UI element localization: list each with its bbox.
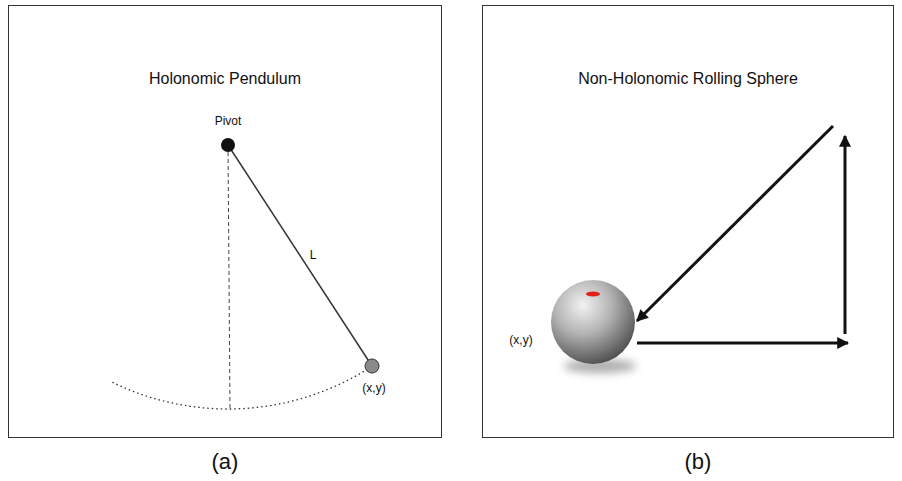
length-label: L: [310, 248, 317, 262]
panel-caption: (b): [685, 449, 712, 475]
panel-title: Holonomic Pendulum: [149, 70, 301, 88]
panel-title: Non-Holonomic Rolling Sphere: [578, 70, 798, 88]
path-arrow: [637, 126, 833, 321]
path-arrow: [637, 342, 848, 345]
pivot-point: [221, 138, 235, 152]
vertical-reference: [228, 145, 230, 409]
sphere-marker: [586, 291, 600, 296]
point-label: Pivot: [215, 114, 242, 128]
pendulum-rod: [228, 145, 372, 366]
pendulum-bob: [365, 359, 379, 373]
path-arrow: [844, 136, 847, 334]
rolling-sphere: [551, 280, 635, 364]
panel-caption: (a): [212, 449, 239, 475]
coordinate-label: (x,y): [509, 333, 532, 347]
swing-arc: [112, 366, 372, 409]
length-label: L: [310, 248, 317, 262]
panel-frame: Non-Holonomic Rolling Sphere: [482, 5, 894, 438]
panel-caption: (b): [685, 449, 712, 474]
panel-caption: (a): [212, 449, 239, 474]
coordinate-label: (x,y): [362, 381, 385, 395]
panel-frame: Holonomic Pendulum: [8, 5, 442, 438]
point-label: Pivot: [215, 114, 242, 128]
coordinate-label: (x,y): [362, 381, 385, 395]
coordinate-label: (x,y): [509, 333, 532, 347]
